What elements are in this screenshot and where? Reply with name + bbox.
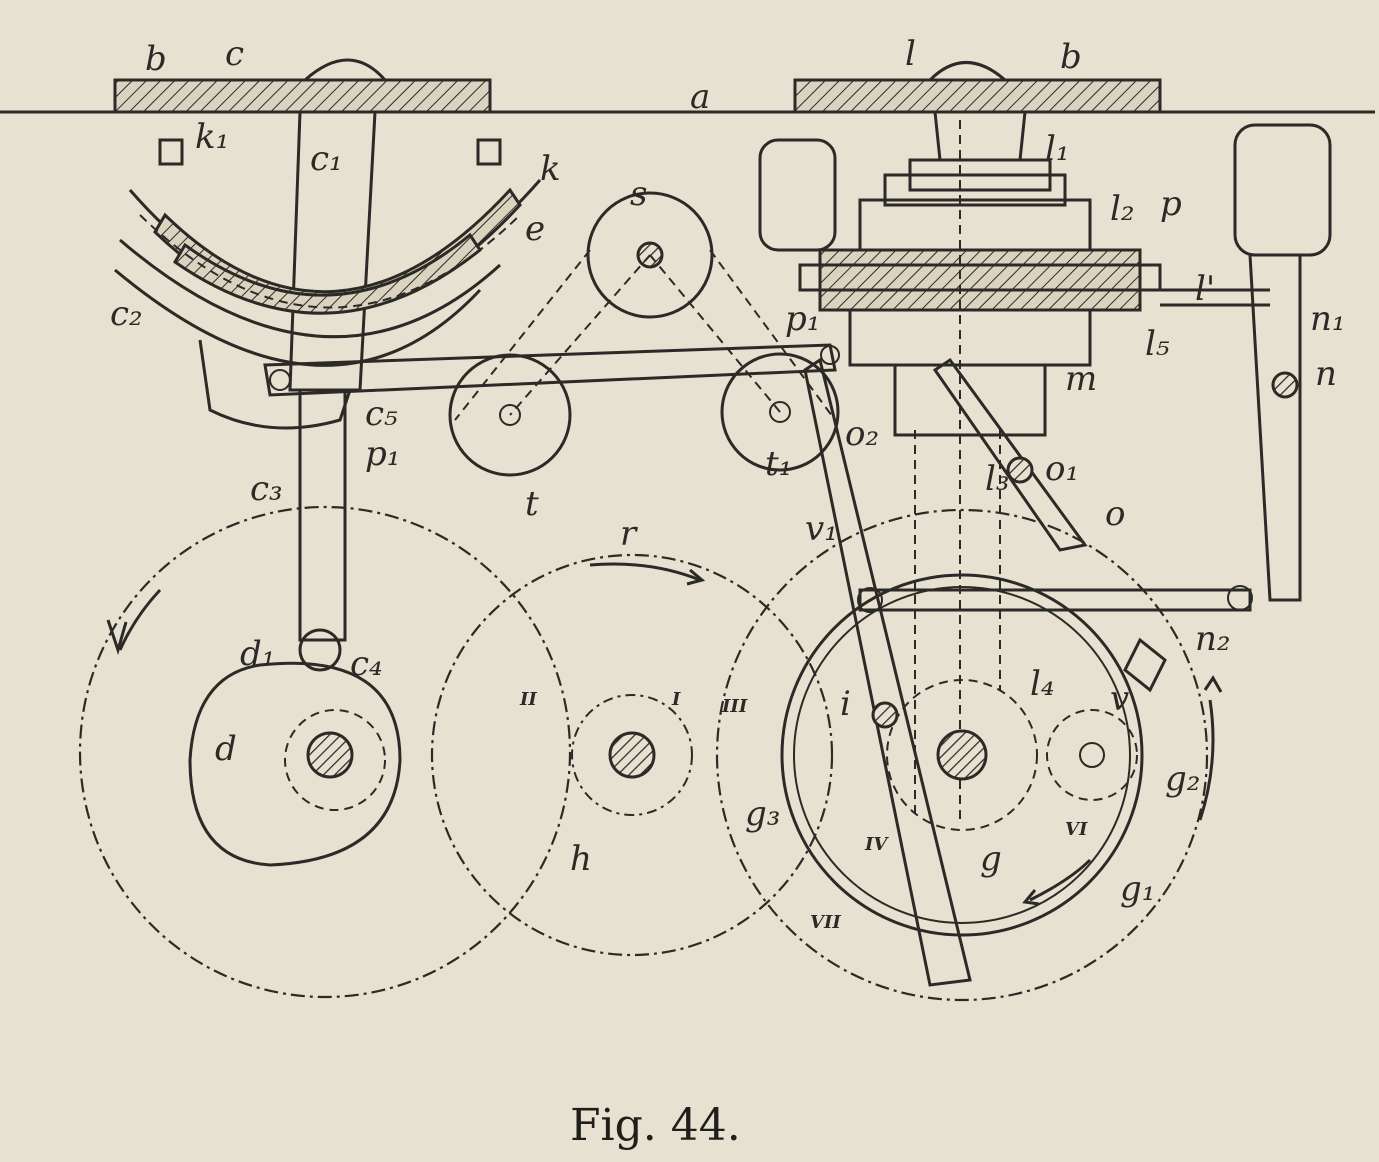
right-roller [1233, 123, 1332, 257]
shaft-g [936, 729, 988, 781]
label-p: p [1160, 184, 1182, 224]
label-k: k [540, 149, 561, 189]
label-v1: v₁ [805, 509, 838, 549]
label-roman-II: II [519, 689, 537, 710]
label-roman-III: III [721, 696, 748, 717]
hub-h [571, 694, 693, 816]
label-c3: c₃ [250, 469, 283, 509]
cam-d [188, 661, 402, 867]
label-h: h [570, 839, 592, 879]
pulley-s [586, 191, 714, 319]
belt-lines [454, 249, 836, 421]
label-t: t [525, 484, 539, 524]
label-p1-left: p₁ [365, 434, 400, 474]
left-plate [113, 78, 492, 114]
label-d1: d₁ [240, 634, 275, 674]
label-s: s [630, 174, 647, 214]
label-e: e [525, 209, 545, 249]
label-b-left: b [145, 39, 167, 79]
label-l: l [905, 34, 916, 74]
shaft-d [306, 731, 354, 779]
label-b-right: b [1060, 37, 1082, 77]
label-p1: p₁ [785, 299, 820, 339]
lever-o [932, 357, 1088, 552]
link-n2 [858, 588, 1252, 612]
left-sector-assembly [114, 111, 542, 430]
label-r: r [620, 514, 638, 554]
label-c4: c₄ [350, 644, 383, 684]
pitch-circle-right [715, 508, 1209, 1002]
pulley-t1 [720, 352, 840, 472]
label-o2: o₂ [845, 414, 879, 454]
label-l-prime: l' [1195, 269, 1215, 309]
label-roman-VII: VII [810, 912, 841, 933]
link-rod [263, 343, 837, 397]
label-m: m [1065, 359, 1097, 399]
rod-c3 [298, 390, 347, 642]
right-bolt-head [928, 61, 1006, 82]
label-g3: g₃ [745, 794, 780, 834]
label-l4: l₄ [1030, 664, 1055, 704]
label-d: d [215, 729, 237, 769]
left-roller [758, 138, 837, 252]
wheel-g [780, 573, 1144, 937]
label-g2: g₂ [1165, 759, 1200, 799]
label-c5: c₅ [365, 394, 398, 434]
label-t1: t₁ [765, 444, 792, 484]
label-roman-VI: VI [1065, 819, 1088, 840]
label-i: i [840, 684, 851, 724]
label-o1: o₁ [1045, 449, 1079, 489]
label-roman-IV: IV [864, 834, 889, 855]
lever-v1 [803, 357, 972, 987]
pitch-circle-middle [430, 553, 834, 957]
label-c2: c₂ [110, 294, 143, 334]
label-l1: l₁ [1045, 129, 1070, 169]
left-bolt-head [304, 58, 387, 82]
label-n2: n₂ [1195, 619, 1231, 659]
label-l2: l₂ [1110, 189, 1135, 229]
label-k1: k₁ [195, 117, 229, 157]
label-roman-I: I [671, 689, 681, 710]
right-housing [798, 111, 1162, 820]
figure-caption: Fig. 44. [570, 1100, 741, 1151]
part-labels: b c a l b k₁ c₁ k l₁ l₂ p e s c₂ p₁ l' n… [110, 34, 1346, 933]
label-o: o [1105, 494, 1125, 534]
label-v: v [1110, 679, 1129, 719]
label-n1: n₁ [1310, 299, 1346, 339]
label-c: c [225, 34, 244, 74]
label-l3: l₃ [985, 459, 1010, 499]
lever-n [1248, 254, 1302, 602]
label-n: n [1315, 354, 1337, 394]
label-l5: l₅ [1145, 324, 1170, 364]
right-plate [793, 78, 1162, 114]
label-g: g [980, 839, 1002, 879]
pitch-circle-left [78, 505, 572, 999]
shaft-h [608, 731, 656, 779]
label-c1: c₁ [310, 139, 343, 179]
label-g1: g₁ [1120, 869, 1155, 909]
label-a: a [690, 77, 710, 117]
